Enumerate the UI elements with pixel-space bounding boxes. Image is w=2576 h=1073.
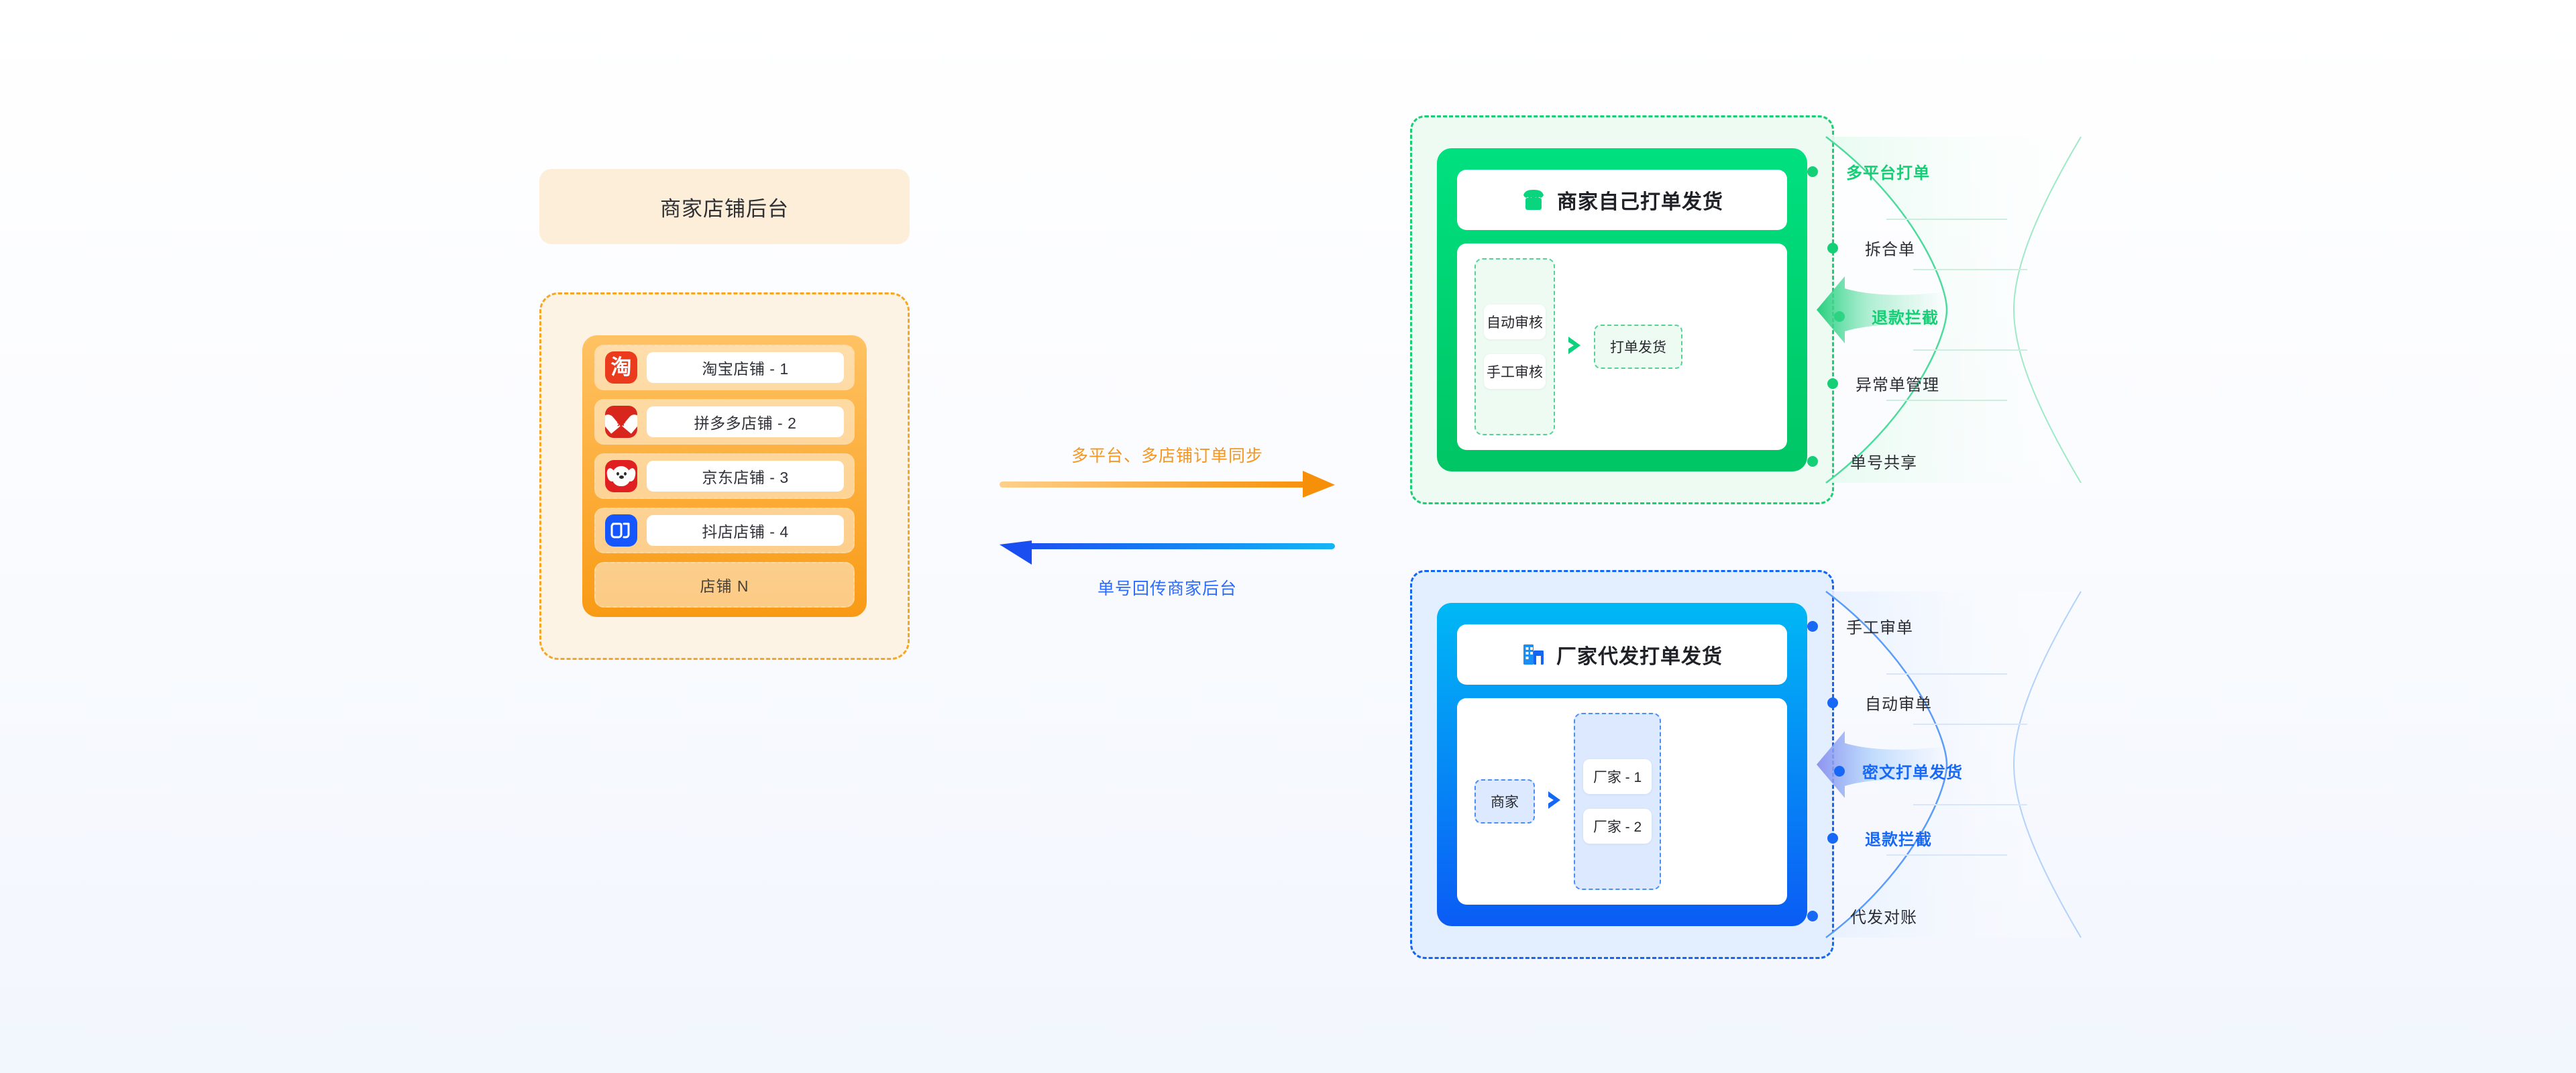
bullet-dot-icon bbox=[1834, 765, 1845, 777]
green-card-header: 商家自己打单发货 bbox=[1457, 170, 1787, 230]
shop-name-label: 抖店店铺 - 4 bbox=[647, 515, 844, 546]
shop-row[interactable]: 淘 淘宝店铺 - 1 bbox=[594, 345, 855, 390]
doudian-glyph bbox=[610, 522, 630, 539]
merchant-backend-column: 商家店铺后台 淘 淘宝店铺 - 1 拼 拼多多店铺 - 2 bbox=[539, 169, 910, 660]
merchant-self-shipping-block: 商家自己打单发货 自动审核 手工审核 打单发货 bbox=[1410, 115, 2121, 504]
blue-feature-item[interactable]: 代发对账 bbox=[1807, 904, 1917, 927]
blue-feature-fan: 手工审单 自动审单 密文打单发货 退款拦截 代发对账 bbox=[1807, 570, 2121, 959]
pinduoduo-icon: 拼 bbox=[605, 406, 637, 438]
factory-building-icon bbox=[1523, 644, 1544, 665]
blue-feature-item[interactable]: 密文打单发货 bbox=[1834, 759, 1963, 783]
blue-feature-label: 代发对账 bbox=[1850, 909, 1917, 927]
bullet-dot-icon bbox=[1827, 697, 1838, 708]
forward-arrow bbox=[1000, 467, 1335, 502]
green-feature-label: 多平台打单 bbox=[1846, 164, 1930, 182]
review-options-group: 自动审核 手工审核 bbox=[1474, 258, 1555, 435]
blue-card: 厂家代发打单发货 商家 厂家 - 1 厂家 - 2 bbox=[1437, 603, 1807, 926]
shop-name-label: 京东店铺 - 3 bbox=[647, 461, 844, 492]
green-feature-item[interactable]: 单号共享 bbox=[1807, 449, 1917, 473]
print-ship-result-chip[interactable]: 打单发货 bbox=[1594, 325, 1682, 369]
shop-row[interactable]: 京东店铺 - 3 bbox=[594, 453, 855, 499]
green-card: 商家自己打单发货 自动审核 手工审核 打单发货 bbox=[1437, 148, 1807, 471]
shop-name-label: 淘宝店铺 - 1 bbox=[647, 352, 844, 383]
backward-flow-label: 单号回传商家后台 bbox=[1097, 579, 1237, 598]
shop-name-label: 拼多多店铺 - 2 bbox=[647, 406, 844, 437]
taobao-glyph: 淘 bbox=[610, 355, 632, 380]
bullet-dot-icon bbox=[1807, 620, 1818, 632]
bullet-dot-icon bbox=[1827, 832, 1838, 844]
green-feature-item[interactable]: 退款拦截 bbox=[1834, 304, 1939, 328]
shop-n-label: 店铺 N bbox=[700, 577, 749, 595]
flow-arrows: 多平台、多店铺订单同步 bbox=[1000, 443, 1335, 600]
manual-review-chip[interactable]: 手工审核 bbox=[1484, 354, 1546, 389]
green-feature-label: 单号共享 bbox=[1850, 454, 1917, 472]
green-feature-label: 拆合单 bbox=[1865, 241, 1915, 259]
bullet-dot-icon bbox=[1807, 166, 1818, 177]
green-feature-fan: 多平台打单 拆合单 退款拦截 异常单管理 单号共享 bbox=[1807, 115, 2121, 504]
shop-row[interactable]: 拼 拼多多店铺 - 2 bbox=[594, 399, 855, 445]
shops-panel: 淘 淘宝店铺 - 1 拼 拼多多店铺 - 2 bbox=[582, 335, 867, 617]
shop-row[interactable]: 抖店店铺 - 4 bbox=[594, 508, 855, 553]
green-feature-label: 异常单管理 bbox=[1856, 376, 1939, 394]
blue-feature-label: 退款拦截 bbox=[1865, 831, 1932, 849]
blue-card-header: 厂家代发打单发货 bbox=[1457, 624, 1787, 685]
storefront-icon bbox=[1523, 190, 1544, 210]
bullet-dot-icon bbox=[1827, 378, 1838, 389]
green-feature-item[interactable]: 多平台打单 bbox=[1807, 160, 1930, 183]
factory-chip[interactable]: 厂家 - 1 bbox=[1583, 759, 1652, 794]
backward-arrow bbox=[1000, 535, 1335, 570]
factory-dropship-block: 厂家代发打单发货 商家 厂家 - 1 厂家 - 2 bbox=[1410, 570, 2121, 959]
green-feature-item[interactable]: 异常单管理 bbox=[1827, 372, 1939, 395]
bullet-dot-icon bbox=[1807, 455, 1818, 467]
forward-flow-label: 多平台、多店铺订单同步 bbox=[1071, 447, 1263, 465]
bullet-dot-icon bbox=[1807, 910, 1818, 921]
factory-chip[interactable]: 厂家 - 2 bbox=[1583, 809, 1652, 844]
bullet-dot-icon bbox=[1834, 310, 1845, 322]
doudian-icon bbox=[605, 514, 637, 547]
green-feature-item[interactable]: 拆合单 bbox=[1827, 236, 1915, 260]
green-feature-label: 退款拦截 bbox=[1872, 309, 1939, 327]
shop-row-placeholder[interactable]: 店铺 N bbox=[594, 562, 855, 608]
blue-feature-item[interactable]: 退款拦截 bbox=[1827, 826, 1932, 850]
blue-fan-graphic bbox=[1817, 591, 2082, 938]
green-fan-graphic bbox=[1817, 136, 2082, 484]
blue-feature-label: 密文打单发货 bbox=[1862, 764, 1963, 782]
blue-feature-item[interactable]: 自动审单 bbox=[1827, 691, 1932, 714]
merchant-source-chip[interactable]: 商家 bbox=[1474, 779, 1535, 824]
green-card-title: 商家自己打单发货 bbox=[1557, 191, 1723, 213]
bullet-dot-icon bbox=[1827, 242, 1838, 253]
factory-group: 厂家 - 1 厂家 - 2 bbox=[1574, 713, 1661, 890]
taobao-icon: 淘 bbox=[605, 351, 637, 384]
blue-feature-label: 手工审单 bbox=[1846, 619, 1913, 637]
blue-card-title: 厂家代发打单发货 bbox=[1556, 646, 1723, 668]
auto-review-chip[interactable]: 自动审核 bbox=[1484, 304, 1546, 339]
merchant-backend-title: 商家店铺后台 bbox=[660, 196, 789, 221]
blue-step-caret-icon bbox=[1546, 789, 1563, 814]
jd-dog-shape bbox=[605, 465, 637, 488]
pdd-glyph: 拼 bbox=[616, 417, 625, 427]
blue-feature-item[interactable]: 手工审单 bbox=[1807, 614, 1913, 638]
shops-dashed-container: 淘 淘宝店铺 - 1 拼 拼多多店铺 - 2 bbox=[539, 292, 910, 660]
blue-feature-label: 自动审单 bbox=[1865, 695, 1932, 714]
blue-card-body: 商家 厂家 - 1 厂家 - 2 bbox=[1457, 698, 1787, 905]
merchant-backend-card: 商家店铺后台 bbox=[539, 169, 910, 244]
green-step-caret-icon bbox=[1566, 335, 1583, 359]
jingdong-icon bbox=[605, 460, 637, 492]
green-card-body: 自动审核 手工审核 打单发货 bbox=[1457, 243, 1787, 450]
